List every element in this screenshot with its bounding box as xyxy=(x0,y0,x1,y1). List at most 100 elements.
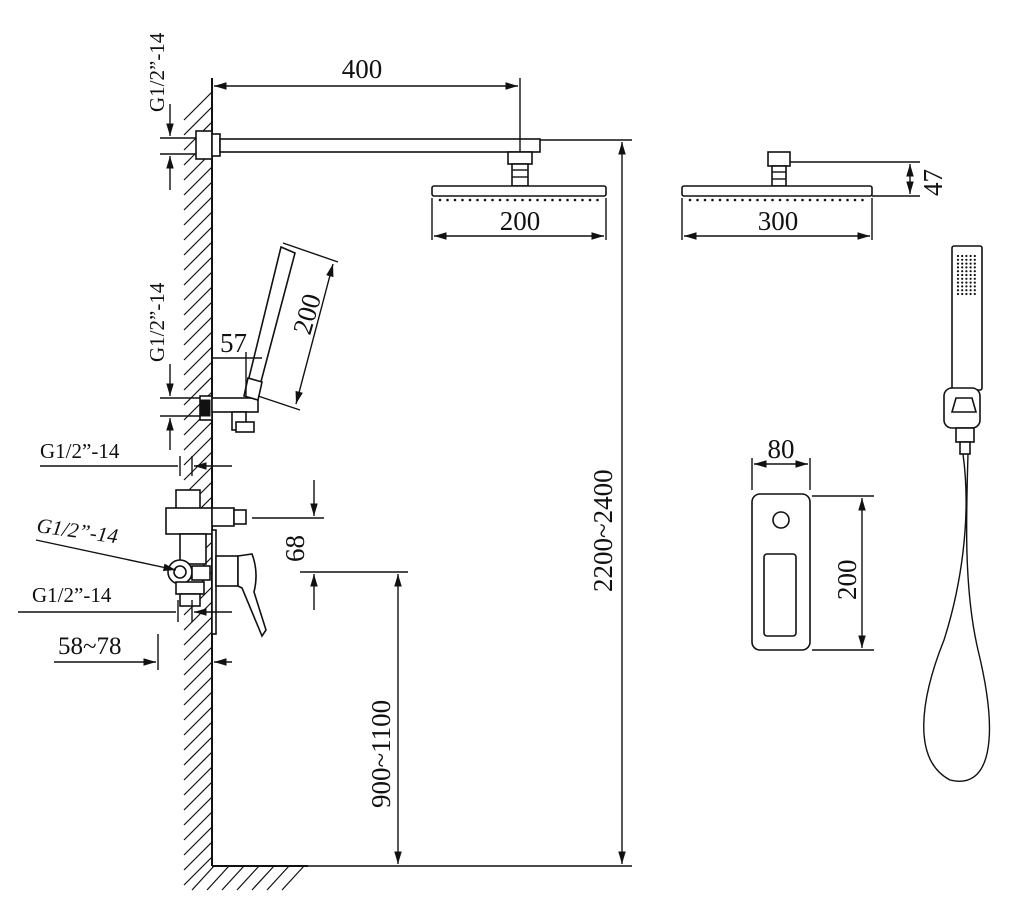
handshower-nozzle-dot xyxy=(965,281,968,284)
nozzle-dot xyxy=(726,198,729,202)
hatch-line xyxy=(183,811,213,841)
handshower-nozzle-dot xyxy=(965,277,968,280)
hatch-line xyxy=(183,106,213,136)
nozzle-dot xyxy=(453,198,457,202)
nozzle-dot xyxy=(528,198,532,202)
nozzle-dot xyxy=(823,198,827,202)
hatch-line xyxy=(183,91,213,121)
dim-valve-outlet: 68 xyxy=(252,480,408,610)
plate-width-label: 80 xyxy=(768,434,795,464)
handshower-nozzle-dot xyxy=(956,281,960,284)
nozzle-dot xyxy=(573,198,577,202)
shower-head-200 xyxy=(431,185,607,202)
shower-head-300 xyxy=(681,151,873,202)
handshower-nozzle-dot xyxy=(961,292,964,296)
control-plate xyxy=(751,493,811,651)
nozzle-dot xyxy=(438,198,442,202)
hatch-line xyxy=(183,376,213,406)
hatch-line xyxy=(236,865,260,891)
floor-hatching xyxy=(191,865,305,891)
nozzle-dot xyxy=(801,198,804,202)
wall xyxy=(183,78,308,891)
handshower-nozzle-dot xyxy=(961,266,964,269)
hatch-line xyxy=(191,865,215,891)
handshower-nozzle-dot xyxy=(973,262,976,265)
handshower-nozzle-dot xyxy=(969,258,972,261)
handshower-nozzle-dot xyxy=(961,254,964,258)
nozzle-dot xyxy=(506,198,509,202)
dim-plate-width: 80 xyxy=(751,434,811,490)
dim-holder-thread: G1/2”-14 xyxy=(145,282,200,450)
nozzle-dot xyxy=(596,198,599,202)
handshower-nozzle-dot xyxy=(956,270,960,273)
handshower-nozzle-dot xyxy=(965,262,968,265)
nozzle-dot xyxy=(446,198,449,202)
nozzle-dot xyxy=(763,198,767,202)
hatch-line xyxy=(183,256,213,286)
hatch-line xyxy=(183,826,213,856)
hatch-line xyxy=(266,865,290,891)
handshower-nozzle-dot xyxy=(956,266,960,269)
handshower-nozzle-dot xyxy=(973,285,976,288)
handshower-length-label: 200 xyxy=(287,290,327,337)
handshower-nozzle-dot xyxy=(956,289,960,292)
handshower-nozzle-dot xyxy=(956,273,960,277)
nozzle-dot xyxy=(711,198,714,202)
handshower-nozzle-dot xyxy=(956,285,960,288)
handshower-nozzle-dot xyxy=(961,262,964,265)
handshower-nozzle-dot xyxy=(973,266,976,269)
dim-valve-top-thread: G1/2”-14 xyxy=(40,439,232,476)
handshower-nozzle-dot xyxy=(973,254,976,258)
nozzle-dot xyxy=(718,198,722,202)
nozzle-dot xyxy=(808,198,812,202)
arm-length-label: 400 xyxy=(342,54,383,84)
handshower-nozzle-dot xyxy=(973,292,976,296)
hatch-line xyxy=(183,601,213,631)
nozzle-dot xyxy=(733,198,737,202)
hatch-line xyxy=(183,661,213,691)
handshower-nozzle-dot xyxy=(969,285,972,288)
handshower-nozzle-dot xyxy=(969,281,972,284)
handshower-nozzle-dot xyxy=(973,281,976,284)
handshower-nozzle-dot xyxy=(969,266,972,269)
handshower-nozzle-dot xyxy=(961,273,964,277)
hatch-line xyxy=(183,436,213,466)
handshower-nozzle-dot xyxy=(973,258,976,261)
valve-bottom-thread-label: G1/2”-14 xyxy=(32,583,112,607)
hatch-line xyxy=(183,706,213,736)
nozzle-dot xyxy=(756,198,759,202)
handshower-nozzle-dot xyxy=(973,289,976,292)
hatch-line xyxy=(183,301,213,331)
hatch-line xyxy=(183,766,213,796)
handshower-nozzle-dot xyxy=(969,292,972,296)
nozzle-dot xyxy=(831,198,834,202)
dim-total-height: 2200~2400 xyxy=(308,139,632,867)
shower-arm xyxy=(195,130,541,187)
hatch-line xyxy=(221,865,245,891)
nozzle-dot xyxy=(741,198,744,202)
hand-shower-angled xyxy=(243,245,296,402)
hatch-line xyxy=(183,346,213,376)
nozzle-dot xyxy=(816,198,819,202)
nozzle-dot xyxy=(476,198,479,202)
nozzle-dot xyxy=(838,198,842,202)
hatch-line xyxy=(183,856,213,886)
handshower-nozzle-dot xyxy=(956,254,960,258)
hatch-line xyxy=(183,241,213,271)
handshower-nozzle-dot xyxy=(965,266,968,269)
hatch-line xyxy=(183,616,213,646)
hatch-line xyxy=(183,211,213,241)
hatch-line xyxy=(183,361,213,391)
handshower-nozzle-dot xyxy=(961,289,964,292)
hatch-line xyxy=(183,841,213,871)
nozzle-dot xyxy=(703,198,707,202)
nozzle-dot xyxy=(521,198,524,202)
dim-arm-thread: G1/2”-14 xyxy=(145,32,196,190)
head-small-label: 200 xyxy=(500,206,541,236)
handshower-nozzle-dot xyxy=(965,292,968,296)
nozzle-dot xyxy=(483,198,487,202)
handshower-nozzle-dot xyxy=(965,258,968,261)
dim-head-small: 200 xyxy=(431,198,607,240)
handshower-nozzle-dot xyxy=(969,273,972,277)
handshower-nozzle-dot xyxy=(973,277,976,280)
